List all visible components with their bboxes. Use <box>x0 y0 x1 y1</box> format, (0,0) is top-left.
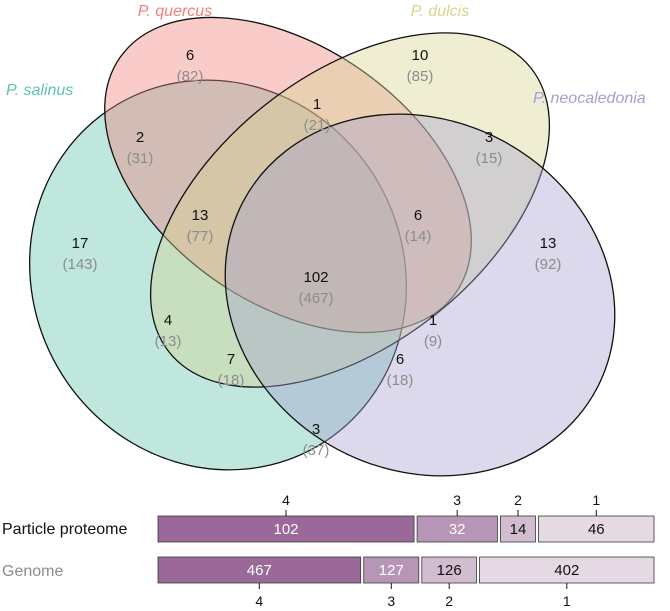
ellipse-salinus <box>29 79 407 471</box>
region-count-d-n: 3 <box>485 129 493 146</box>
region-count-s-q-d: 13 <box>192 207 209 224</box>
region-genome-s-d-n: (18) <box>218 372 245 389</box>
genome-segment-1 <box>479 556 655 584</box>
region-count-q-n: 1 <box>429 312 437 329</box>
region-genome-q-d-n: (14) <box>405 228 432 245</box>
genome-tick-label-1: 1 <box>563 593 571 609</box>
row-label-genome: Genome <box>2 563 63 580</box>
region-genome-s-d: (13) <box>155 333 182 350</box>
region-genome-s-q: (31) <box>127 150 154 167</box>
proteome-value-1: 46 <box>588 521 605 538</box>
region-genome-q-n: (9) <box>424 333 442 350</box>
region-genome-q-only: (82) <box>177 68 204 85</box>
label-salinus: P. salinus <box>6 82 73 99</box>
region-genome-s-only: (143) <box>62 256 97 273</box>
genome-value-2: 126 <box>437 562 462 579</box>
proteome-value-2: 14 <box>510 521 527 538</box>
proteome-tick-label-1: 1 <box>592 492 600 508</box>
ellipse-dulcis <box>149 32 551 388</box>
genome-value-1: 402 <box>554 562 579 579</box>
region-genome-s-q-n: (18) <box>387 372 414 389</box>
proteome-segment-3 <box>416 515 498 543</box>
ellipse-neocaledonia <box>224 113 616 477</box>
label-neocaledonia: P. neocaledonia <box>533 90 646 107</box>
region-count-s-d-n: 7 <box>227 351 235 368</box>
proteome-bar: 102 4 32 3 14 2 46 1 <box>157 492 655 543</box>
genome-value-4: 467 <box>247 562 272 579</box>
label-dulcis: P. dulcis <box>411 3 469 20</box>
region-count-q-only: 6 <box>186 47 194 64</box>
region-genome-s-n: (37) <box>303 442 330 459</box>
region-genome-q-d: (21) <box>304 117 331 134</box>
genome-segment-3 <box>363 556 420 584</box>
genome-tick-label-2: 2 <box>445 593 453 609</box>
region-count-all: 102 <box>303 269 328 286</box>
region-count-s-d: 4 <box>164 312 172 329</box>
genome-value-3: 127 <box>379 562 404 579</box>
proteome-segment-4 <box>157 515 415 543</box>
region-count-q-d-n: 6 <box>414 207 422 224</box>
region-count-s-only: 17 <box>72 235 89 252</box>
region-count-d-only: 10 <box>412 47 429 64</box>
region-labels: 6(82)10(85)17(143)13(92)2(31)1(21)3(15)1… <box>62 47 561 459</box>
proteome-tick-label-4: 4 <box>282 492 290 508</box>
region-genome-d-n: (15) <box>476 150 503 167</box>
region-count-s-n: 3 <box>312 421 320 438</box>
region-count-q-d: 1 <box>313 96 321 113</box>
region-count-n-only: 13 <box>540 235 557 252</box>
region-genome-n-only: (92) <box>535 256 562 273</box>
proteome-tick-label-3: 3 <box>453 492 461 508</box>
genome-bar: 467 4 127 3 126 2 402 1 <box>157 556 655 609</box>
proteome-tick-label-2: 2 <box>514 492 522 508</box>
genome-tick-label-3: 3 <box>387 593 395 609</box>
label-quercus: P. quercus <box>138 3 212 20</box>
genome-tick-label-4: 4 <box>255 593 263 609</box>
region-genome-all: (467) <box>298 290 333 307</box>
region-genome-d-only: (85) <box>407 68 434 85</box>
region-count-s-q: 2 <box>136 129 144 146</box>
proteome-value-4: 102 <box>273 521 298 538</box>
region-count-s-q-n: 6 <box>396 351 404 368</box>
row-label-proteome: Particle proteome <box>2 521 127 538</box>
ellipse-quercus <box>104 16 472 334</box>
genome-segment-2 <box>421 556 477 584</box>
proteome-value-3: 32 <box>449 521 466 538</box>
genome-segment-4 <box>157 556 362 584</box>
proteome-segment-1 <box>538 515 655 543</box>
region-genome-s-q-d: (77) <box>187 228 214 245</box>
